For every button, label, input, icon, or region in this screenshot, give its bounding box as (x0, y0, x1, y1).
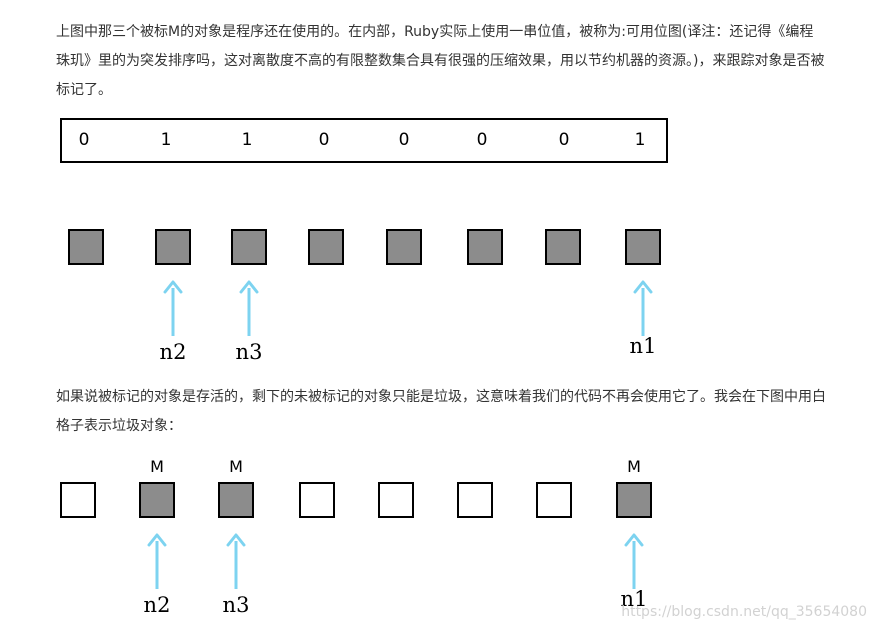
mark-label: M (229, 457, 243, 476)
live-object-square (155, 229, 191, 265)
garbage-object-square (60, 482, 96, 518)
pointer-label: n3 (235, 340, 263, 364)
pointer-label: n2 (143, 593, 171, 617)
pointer-label: n1 (629, 334, 657, 358)
bit-value: 0 (78, 130, 90, 150)
free-bitmap: 0 1 1 0 0 0 0 1 (60, 118, 668, 163)
garbage-object-square (378, 482, 414, 518)
bit-value: 0 (398, 130, 410, 150)
pointer-arrow (226, 533, 246, 593)
pointer-arrow (624, 533, 644, 593)
garbage-object-square (457, 482, 493, 518)
live-object-square (139, 482, 175, 518)
bit-value: 0 (318, 130, 330, 150)
pointer-label: n2 (159, 340, 187, 364)
bit-value: 0 (476, 130, 488, 150)
live-object-square (68, 229, 104, 265)
watermark: https://blog.csdn.net/qq_35654080 (621, 604, 867, 620)
live-object-square (625, 229, 661, 265)
garbage-paragraph: 如果说被标记的对象是存活的，剩下的未被标记的对象只能是垃圾，这意味着我们的代码不… (56, 389, 826, 434)
live-object-square (308, 229, 344, 265)
pointer-arrow (633, 280, 653, 340)
garbage-object-square (299, 482, 335, 518)
live-object-square (218, 482, 254, 518)
live-object-square (386, 229, 422, 265)
live-object-square (467, 229, 503, 265)
live-object-square (545, 229, 581, 265)
pointer-arrow (147, 533, 167, 593)
pointer-label: n1 (620, 587, 648, 611)
live-object-square (616, 482, 652, 518)
mark-label: M (150, 457, 164, 476)
live-object-square (231, 229, 267, 265)
bit-value: 1 (634, 130, 646, 150)
pointer-arrow (163, 280, 183, 340)
mark-label: M (627, 457, 641, 476)
bit-value: 1 (160, 130, 172, 150)
bit-value: 1 (241, 130, 253, 150)
garbage-object-square (536, 482, 572, 518)
pointer-label: n3 (222, 593, 250, 617)
intro-paragraph: 上图中那三个被标M的对象是程序还在使用的。在内部，Ruby实际上使用一串位值，被… (56, 24, 825, 98)
bit-value: 0 (558, 130, 570, 150)
pointer-arrow (239, 280, 259, 340)
